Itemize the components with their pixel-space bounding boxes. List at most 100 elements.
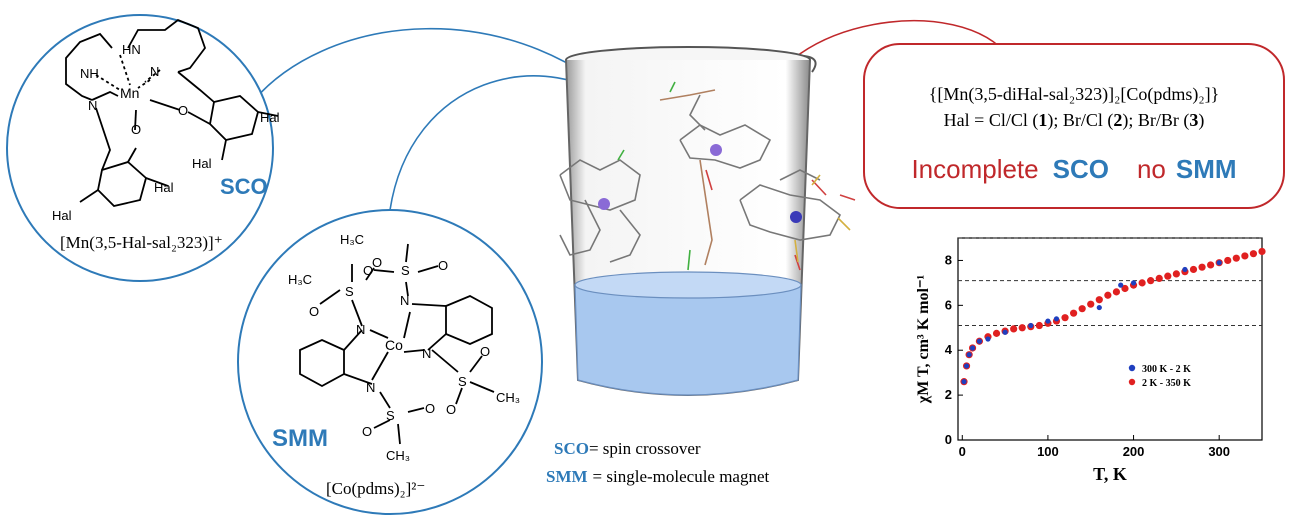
y-tick-label-8: 8 [945, 252, 952, 267]
co-ch3-label-2: CH₃ [386, 448, 410, 463]
x-axis-label: T, K [1093, 464, 1127, 484]
data-point-s0-6 [1002, 329, 1008, 335]
co-o-label-7: O [425, 401, 435, 416]
co-structure [299, 243, 495, 445]
data-point-s1-20 [1112, 288, 1121, 296]
y-tick-label-2: 2 [945, 387, 952, 402]
data-point-s1-29 [1189, 265, 1198, 274]
data-point-s1-37 [1258, 247, 1266, 256]
data-point-s0-5 [985, 336, 991, 342]
data-point-s1-16 [1078, 305, 1086, 313]
mn-n-label-2: N [88, 98, 97, 113]
mn-nh-label: NH [80, 66, 99, 81]
data-point-s1-26 [1164, 272, 1172, 280]
data-point-s0-7 [1028, 322, 1034, 329]
mn-o-label-1: O [178, 103, 188, 118]
result-box [863, 43, 1285, 209]
data-point-s1-31 [1207, 261, 1215, 269]
mn-sco-tag: SCO [220, 174, 268, 199]
legend-label-0: 300 K - 2 K [1142, 364, 1191, 375]
mn-hal-label-4: Hal [52, 208, 72, 223]
data-point-s1-24 [1147, 277, 1155, 285]
data-point-s0-10 [1096, 304, 1102, 311]
data-point-s0-9 [1053, 316, 1060, 322]
co-h3c-label-2: H₃C [288, 272, 312, 287]
co-s-label-1: S [345, 284, 354, 299]
mn-hal-label-2: Hal [192, 156, 212, 171]
mn-hal-label-1: Hal [260, 110, 280, 125]
data-point-s1-30 [1198, 263, 1206, 271]
co-s-label-3: S [458, 374, 467, 389]
data-point-s1-36 [1249, 250, 1258, 258]
beaker-liquid [574, 284, 802, 396]
data-point-s0-8 [1045, 318, 1051, 324]
co-ch3-label-1: CH₃ [496, 390, 520, 405]
co-o-label-3: O [363, 263, 373, 278]
y-axis-label: χM T, cm³ K mol⁻¹ [915, 275, 932, 405]
data-point-s1-11 [1035, 321, 1043, 330]
data-point-s1-25 [1155, 274, 1163, 282]
data-point-s0-3 [969, 345, 976, 351]
data-point-s1-14 [1061, 314, 1069, 322]
data-point-s0-12 [1130, 280, 1137, 286]
data-point-s0-14 [1216, 260, 1222, 266]
co-n-label-4: N [366, 380, 375, 395]
data-point-s0-4 [976, 338, 983, 344]
smm-legend-line: SMM= single-molecule magnet [546, 467, 770, 486]
mn-hn-label: HN [122, 42, 141, 57]
legend-marker-0 [1128, 364, 1136, 372]
data-point-s1-23 [1138, 279, 1146, 287]
data-point-s1-6 [992, 329, 1001, 337]
co-n-label-1: N [356, 322, 365, 337]
mn-structure [65, 18, 279, 207]
x-tick-label-300: 300 [1208, 444, 1230, 459]
y-tick-label-4: 4 [945, 342, 953, 357]
mn-atom-label: Mn [120, 85, 139, 101]
data-point-s1-8 [1010, 325, 1018, 333]
x-tick-label-0: 0 [959, 444, 966, 459]
mn-n-label-1: N [150, 64, 159, 79]
co-s-label-2: S [401, 263, 410, 278]
data-point-s1-21 [1121, 284, 1129, 293]
data-point-s0-11 [1118, 282, 1124, 288]
data-point-s1-19 [1104, 291, 1112, 299]
co-complex-circle [237, 209, 543, 515]
y-tick-label-0: 0 [945, 432, 952, 447]
co-n-label-2: N [400, 293, 409, 308]
result-formula: {[Mn(3,5-diHal-sal₂323)]₂[Co(pdms)₂]} [929, 84, 1220, 105]
co-o-label-5: O [480, 344, 490, 359]
data-point-s1-33 [1224, 256, 1232, 265]
co-n-label-3: N [422, 346, 431, 361]
mn-o-label-2: O [131, 122, 141, 137]
data-point-s1-35 [1241, 252, 1249, 260]
data-point-s0-1 [963, 363, 970, 369]
mn-complex-circle [6, 14, 274, 282]
co-o-label-2: O [372, 255, 382, 270]
result-hal-line: Hal = Cl/Cl (1); Br/Cl (2); Br/Br (3) [944, 110, 1205, 131]
data-point-s1-15 [1070, 309, 1078, 317]
y-tick-label-6: 6 [945, 297, 952, 312]
data-point-s1-17 [1087, 300, 1095, 308]
data-point-s0-2 [966, 352, 972, 358]
x-tick-label-200: 200 [1123, 444, 1145, 459]
co-h3c-label-1: H₃C [340, 232, 364, 247]
co-o-label-1: O [309, 304, 319, 319]
chi-t-chart: 0 100 200 300 0 2 4 6 8 T, K χM T, cm³ K mol⁻¹ 300 … [915, 237, 1266, 484]
crystal-structure [559, 81, 856, 271]
data-point-s0-0 [961, 379, 967, 385]
data-point-s1-27 [1172, 270, 1180, 278]
co-o-label-8: O [362, 424, 372, 439]
sco-legend-line: SCO= spin crossover [554, 439, 701, 458]
co-smm-tag: SMM [272, 425, 328, 452]
mn-complex-formula: [Mn(3,5-Hal-sal₂323)]⁺ [60, 233, 223, 252]
legend-label-1: 2 K - 350 K [1142, 378, 1191, 389]
co-s-label-4: S [386, 408, 395, 423]
co-o-label-6: O [446, 402, 456, 417]
legend-marker-1 [1128, 378, 1136, 386]
beaker [565, 46, 817, 396]
x-tick-label-100: 100 [1037, 444, 1059, 459]
co-complex-formula: [Co(pdms)₂]²⁻ [326, 479, 425, 498]
data-point-s1-9 [1018, 324, 1026, 332]
